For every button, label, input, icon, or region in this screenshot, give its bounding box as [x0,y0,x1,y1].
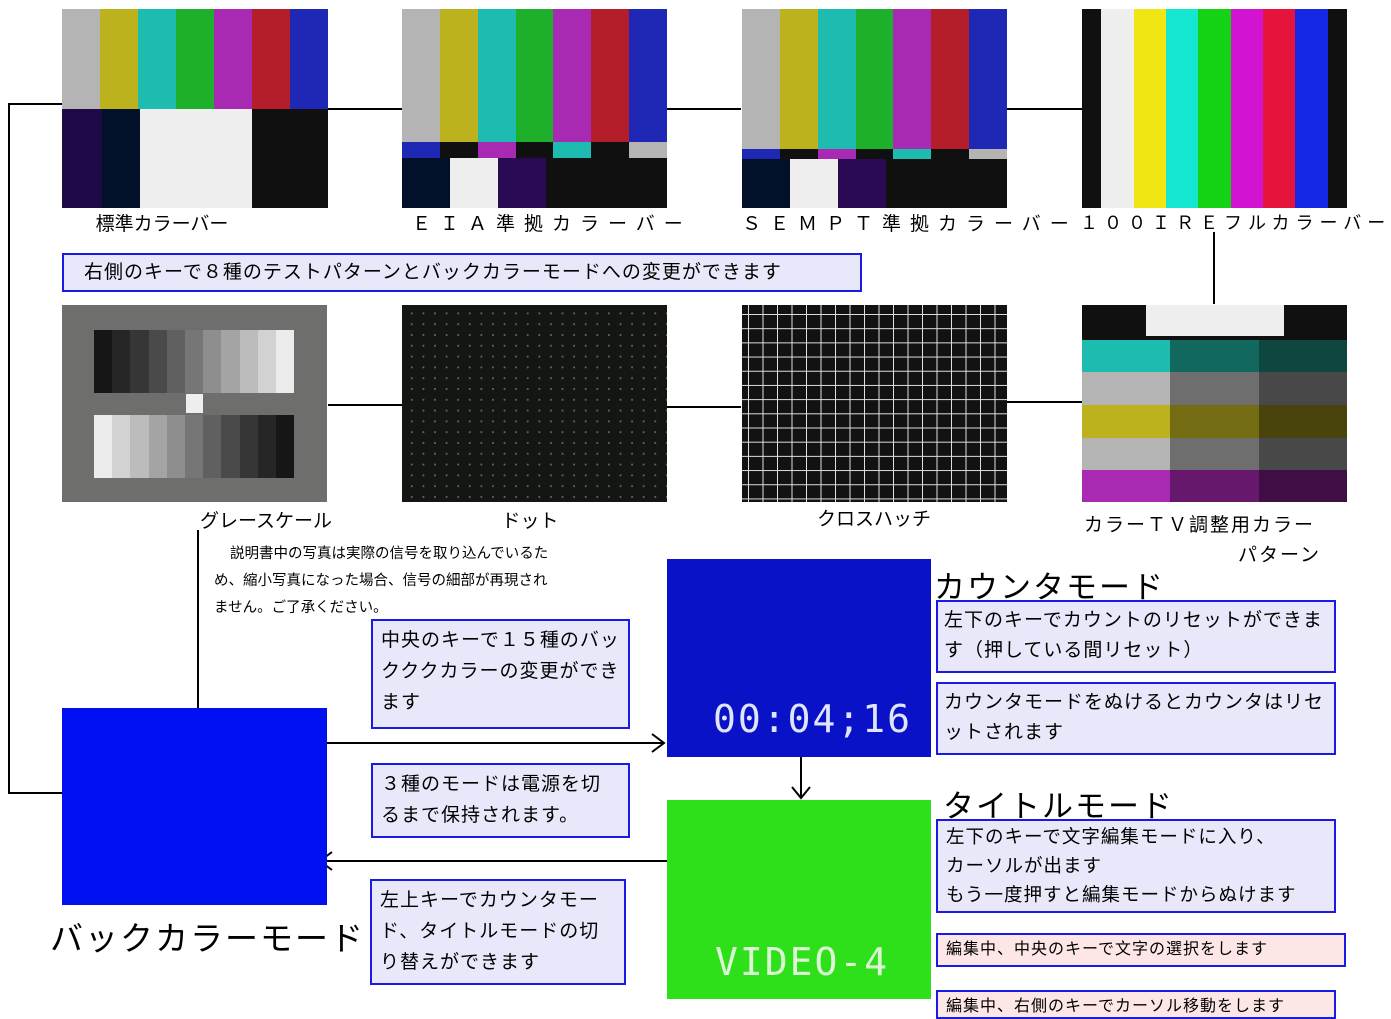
modes-kept-note: ３種のモードは電源を切るまで保持されます。 [371,763,630,838]
grayscale-caption: グレースケール [200,510,333,532]
right-key-note: 右側のキーで８種のテストパターンとバックカラーモードへの変更ができます [62,253,862,292]
back-color-mode-title: バックカラーモード [50,919,365,958]
title-mode-screen: VIDEO-4 [667,800,931,999]
grayscale-image [62,305,327,502]
color-tv-adjust-caption-line1: カラーＴＶ調整用カラー [1084,514,1316,536]
connector-line [8,103,62,105]
connector-line [1007,401,1082,403]
title-edit-note: 左下のキーで文字編集モードに入り、 カーソルが出ます もう一度押すと編集モードか… [936,819,1336,913]
crosshatch-caption: クロスハッチ [816,508,931,530]
connector-line [667,406,741,408]
counter-mode-screen: 00:04;16 [667,559,931,757]
full-color-bar-image [1082,9,1347,208]
title-select-note: 編集中、中央のキーで文字の選択をします [936,933,1346,967]
center-key-note: 中央のキーで１５種のバックククカラーの変更ができます [371,619,630,729]
connector-line [328,108,402,110]
eia-color-bar-caption: ＥＩＡ準拠カラーバー [412,213,692,235]
connector-line [8,103,10,793]
standard-color-bar-caption: 標準カラーバー [95,213,229,235]
title-edit-note-line2: カーソルが出ます [946,856,1103,877]
connector-line [1007,108,1082,110]
connector-line [667,108,741,110]
title-cursor-note: 編集中、右側のキーでカーソル移動をします [936,990,1336,1019]
counter-exit-note: カウンタモードをぬけるとカウンタはリセットされます [936,682,1336,755]
dot-pattern-image [402,305,667,502]
arrow-right-icon [326,733,666,753]
photo-note: 説明書中の写真は実際の信号を取り込んでいるため、縮小写真になった場合、信号の細部… [214,546,549,616]
dot-caption: ドット [501,510,559,532]
sempt-color-bar-caption: ＳＥＭＰＴ準拠カラーバー [742,213,1078,235]
connector-line [197,530,199,708]
connector-line [328,404,402,406]
counter-reset-note: 左下のキーでカウントのリセットができます（押している間リセット） [936,600,1336,673]
crosshatch-image [742,305,1007,502]
color-tv-adjust-caption-line2: パターン [1238,544,1322,566]
title-display: VIDEO-4 [715,940,890,984]
arrow-down-icon [791,757,811,800]
sempt-color-bar-image [742,9,1008,208]
title-edit-note-line3: もう一度押すと編集モードからぬけます [946,885,1297,906]
upper-left-key-note: 左上キーでカウンタモード、タイトルモードの切り替えができます [370,879,626,985]
standard-color-bar-image [62,9,328,208]
arrow-left-icon [318,851,668,871]
color-tv-adjust-image [1082,305,1347,502]
title-edit-note-line1: 左下のキーで文字編集モードに入り、 [946,827,1276,848]
connector-line [8,792,62,794]
connector-line [1213,232,1215,304]
counter-display: 00:04;16 [713,697,913,741]
eia-color-bar-image [402,9,668,208]
back-color-swatch [62,708,327,905]
full-color-bar-caption: １００ＩＲＥフルカラーバー [1080,213,1391,234]
